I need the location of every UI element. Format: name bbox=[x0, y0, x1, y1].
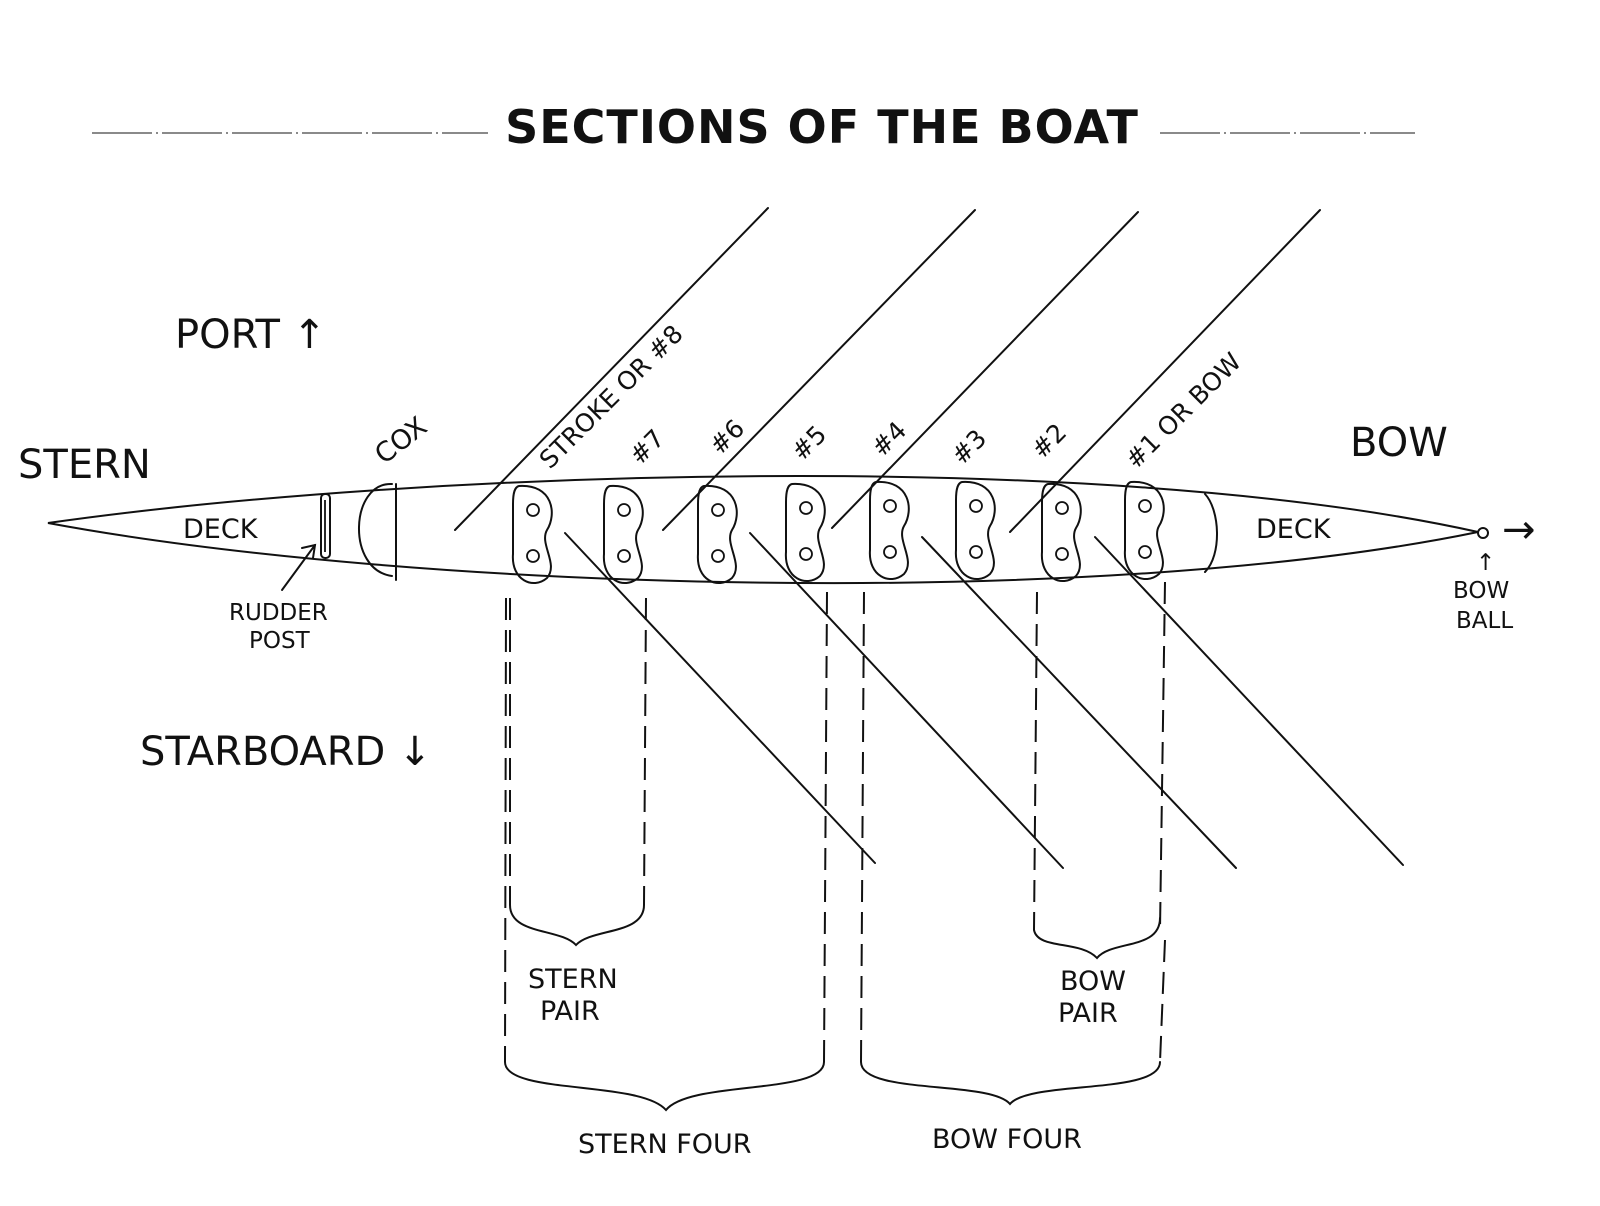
bow-pair-label-2: PAIR bbox=[1058, 998, 1118, 1029]
stern-four-brace bbox=[504, 1061, 825, 1112]
stern-four-left-dash bbox=[504, 597, 507, 1063]
stern-pair-brace bbox=[509, 904, 645, 947]
bow-pair-left-dash bbox=[1033, 591, 1038, 931]
oar-4-port bbox=[831, 211, 1139, 529]
stern-four-label: STERN FOUR bbox=[578, 1129, 752, 1160]
seat-3-label: #3 bbox=[946, 424, 993, 471]
stern-pair-label-2: PAIR bbox=[540, 996, 600, 1027]
bow-ball bbox=[1477, 527, 1489, 539]
seat-6 bbox=[696, 484, 738, 584]
rudder-post bbox=[320, 493, 331, 559]
bow-direction-arrow: → bbox=[1502, 507, 1536, 553]
bow-bulkhead bbox=[1204, 493, 1218, 573]
seat-2-label: #2 bbox=[1026, 418, 1073, 465]
rudder-post-arrowhead bbox=[301, 543, 317, 559]
bow-pair-label-1: BOW bbox=[1060, 966, 1126, 997]
seat-7 bbox=[602, 484, 644, 584]
stern-four-right-dash bbox=[823, 591, 828, 1063]
stern-pair-label-1: STERN bbox=[528, 964, 618, 995]
seat-4 bbox=[868, 480, 910, 580]
seat-5 bbox=[784, 482, 826, 582]
bow-ball-label-2: BALL bbox=[1456, 608, 1513, 634]
bow-pair-brace bbox=[1033, 917, 1161, 960]
seat-1 bbox=[1123, 480, 1165, 580]
seat-5-label: #5 bbox=[786, 420, 833, 467]
stern-pair-right-dash bbox=[643, 597, 647, 906]
oar-stroke-port bbox=[454, 207, 769, 531]
bow-ball-pointer-arrow: ↑ bbox=[1476, 550, 1495, 576]
bow-four-left-dash bbox=[860, 591, 865, 1063]
rudder-post-label-1: RUDDER bbox=[229, 600, 328, 626]
oar-7-starboard bbox=[564, 532, 876, 864]
bow-ball-label-1: BOW bbox=[1453, 578, 1509, 604]
bow-four-label: BOW FOUR bbox=[932, 1124, 1082, 1155]
seat-1-label: #1 OR BOW bbox=[1120, 347, 1247, 474]
rudder-post-arrow bbox=[281, 544, 316, 591]
seat-6-label: #6 bbox=[704, 414, 751, 461]
oar-2-port bbox=[1009, 209, 1321, 533]
seat-7-label: #7 bbox=[624, 424, 671, 471]
cox-bulkhead bbox=[358, 482, 393, 577]
cox-label: COX bbox=[369, 411, 433, 470]
seat-stroke bbox=[511, 484, 553, 584]
seat-4-label: #4 bbox=[866, 416, 913, 463]
rudder-post-label-2: POST bbox=[249, 628, 311, 654]
stroke-seat-label: STROKE OR #8 bbox=[534, 319, 689, 474]
seat-3 bbox=[954, 480, 996, 580]
bow-pair-right-dash bbox=[1159, 581, 1166, 931]
stern-label: STERN bbox=[18, 442, 151, 488]
starboard-label: STARBOARD ↓ bbox=[140, 729, 432, 775]
seat-2 bbox=[1040, 482, 1082, 582]
diagram-title: SECTIONS OF THE BOAT bbox=[505, 100, 1139, 154]
bow-four-brace bbox=[860, 1061, 1161, 1106]
stern-deck-label: DECK bbox=[183, 514, 259, 545]
oar-3-starboard bbox=[921, 536, 1237, 869]
bow-four-right-dash bbox=[1159, 939, 1166, 1063]
port-label: PORT ↑ bbox=[175, 312, 326, 358]
oar-1-starboard bbox=[1094, 536, 1404, 866]
oar-6-port bbox=[662, 209, 976, 531]
bow-deck-label: DECK bbox=[1256, 514, 1332, 545]
bow-label: BOW bbox=[1350, 420, 1448, 466]
oar-5-starboard bbox=[749, 532, 1064, 869]
